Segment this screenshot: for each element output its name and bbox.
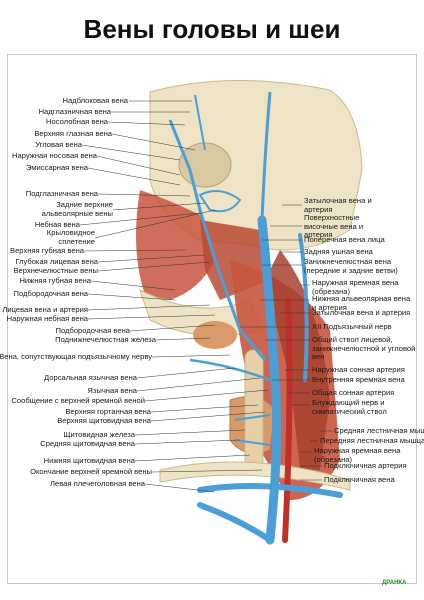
label-external-nasal-vein: Наружная носовая вена [12,151,97,160]
submandibular-gland [193,321,237,349]
label-subclavian-artery: Подключичная артерия [324,461,407,470]
superficial-temporal-vein [260,91,272,221]
label-middle-scalene: Средняя лестничная мышца [334,426,424,435]
label-vena-comitans-hypoglossal: Вена, сопутствующая подъязычному нерву [0,352,152,361]
label-superior-ophthalmic-vein: Верхняя глазная вена [34,129,112,138]
label-common-carotid-artery: Общая сонная артерия [312,388,395,397]
lingual-vein [189,358,271,382]
label-nasofrontal-vein: Носолобная вена [46,117,108,126]
label-common-facial-trunk: Общий ствол лицевой, занижнечелюстной и … [312,335,416,362]
label-dorsal-lingual-vein: Дорсальная язычная вена [44,373,137,382]
label-anterior-scalene: Передняя лестничная мышца [320,436,424,445]
label-middle-thyroid-vein: Средняя щитовидная вена [40,439,135,448]
pterygoid-plexus [198,190,242,213]
brand-logo: ДРАНКА [382,580,407,586]
label-infraorbital-vein: Подглазничная вена [25,189,98,198]
label-occipital-vein-artery-2: Затылочная вена и артерия [312,308,411,317]
label-transverse-facial-vein: Поперечная вена лица [304,235,385,244]
label-retromandibular-vein: Занижнечелюстная вена (передние и задние… [304,257,398,275]
label-superior-laryngeal-vein: Верхняя гортанная вена [65,407,151,416]
leader-lines-left [79,100,269,493]
label-inferior-alveolar: Нижняя альвеолярная вена и артерия [312,294,411,312]
facial-vein [168,119,267,361]
label-communication-jugular: Сообщение с верхней яремной веной [11,396,145,405]
label-pterygoid-plexus: Крыловидное сплетение [46,228,95,246]
subclavian-vein [197,483,343,498]
label-supraorbital-vein: Надглазничная вена [38,107,111,116]
label-angular-vein: Угловая вена [35,140,82,149]
label-superficial-temporal: Поверхностные височные вена и артерия [304,213,364,240]
label-lingual-vein: Язычная вена [87,386,137,395]
label-superior-labial-vein: Верхняя губная вена [10,246,84,255]
trachea [244,349,264,471]
label-mental-vein-2: Подбородочная вена [55,326,130,335]
label-vagus-sympathetic: Блуждающий нерв и симпатический ствол [312,398,387,416]
label-thyroid-gland: Щитовидная железа [63,430,135,439]
label-hypoglossal-nerve: XII Подъязычный нерв [312,322,392,331]
label-supratrochlear-vein: Надблоковая вена [62,96,129,105]
common-carotid-artery [282,297,293,543]
label-external-jugular-cut-1: Наружная яремная вена (обрезана) [312,278,399,296]
clavicle [159,461,351,491]
leader-lines-right [240,204,332,481]
label-emissary-vein: Эмиссарная вена [25,163,88,172]
thyroid-veins [234,414,271,446]
label-mental-vein-1: Подбородочная вена [13,289,88,298]
label-submandibular-gland: Поднижнечелюстная железа [55,335,156,344]
label-inferior-thyroid-vein: Нижняя щитовидная вена [43,456,135,465]
label-external-jugular-cut-2: Наружная яремная вена (обрезана) [314,446,401,464]
label-jugular-vein-termination: Окончание верхней яремной вены [30,467,152,476]
label-inferior-labial-vein: Нижняя губная вена [19,276,91,285]
page-title: Вены головы и шеи [83,14,341,44]
label-deep-facial-vein: Глубокая лицевая вена [15,257,98,266]
label-palatine-vein: Небная вена [34,220,80,229]
label-occipital-vein-artery-1: Затылочная вена и артерия [304,196,372,214]
external-jugular-vein [298,233,309,382]
label-external-palatine-vein: Наружная небная вена [6,314,88,323]
label-posterior-superior-alveolar-veins: Задние верхние альвеолярные вены [41,200,113,218]
label-facial-vein-artery: Лицевая вена и артерия [2,305,88,314]
brachiocephalic-vein [197,502,273,543]
illustration-frame [7,54,417,584]
label-subclavian-vein: Подключичная вена [324,475,395,484]
label-left-brachiocephalic-vein: Левая плечеголовная вена [50,479,145,488]
label-maxillary-veins: Верхнечелюстные вены [13,266,98,275]
label-external-carotid-artery: Наружная сонная артерия [312,365,405,374]
label-superior-thyroid-vein: Верхняя щитовидная вена [57,416,151,425]
label-internal-jugular-vein: Внутренняя яремная вена [312,375,405,384]
supratrochlear-vein [194,94,206,151]
sternocleidomastoid [265,250,330,470]
label-posterior-auricular-vein: Задняя ушная вена [304,247,373,256]
